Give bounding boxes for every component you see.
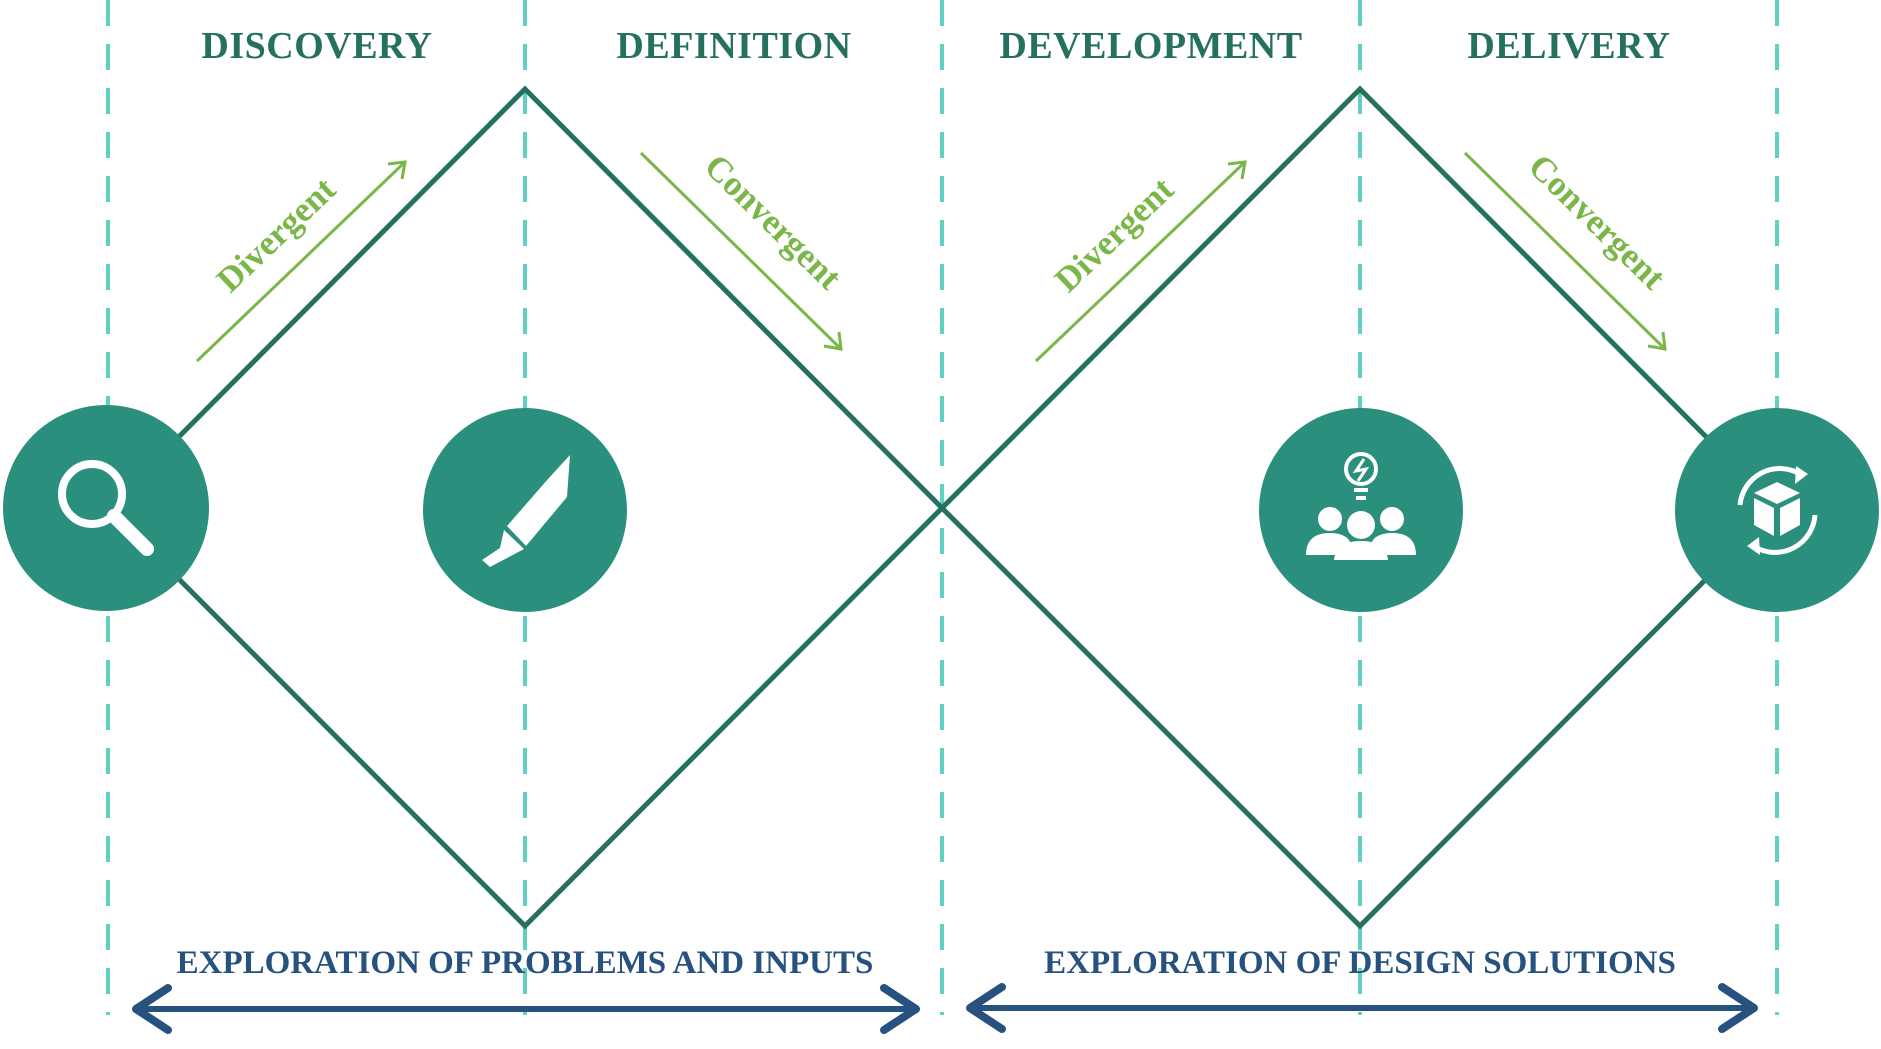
team-idea-icon <box>1306 452 1416 560</box>
convergent-arrowhead-2 <box>1647 331 1667 351</box>
divergent-arrowhead-2 <box>1227 160 1247 180</box>
divergent-arrowhead-1 <box>387 160 407 180</box>
convergent-arrowhead-1 <box>823 331 843 351</box>
right-double-arrow <box>966 983 1758 1033</box>
pen-nib-icon <box>482 455 570 567</box>
package-cycle-node <box>1675 408 1879 612</box>
flow-label-convergent-1: Convergent <box>697 147 849 298</box>
convergent-arrow-1 <box>639 151 843 351</box>
left-double-arrow <box>132 984 920 1034</box>
bottom-arrows <box>132 983 1758 1034</box>
magnifier-icon <box>58 460 154 556</box>
magnifier-node <box>3 405 209 611</box>
phase-title-discovery: DISCOVERY <box>201 25 432 67</box>
flow-label-divergent-2: Divergent <box>1047 169 1181 299</box>
bottom-label-solutions: EXPLORATION OF DESIGN SOLUTIONS <box>1044 945 1676 981</box>
convergent-arrow-2 <box>1463 151 1667 351</box>
phase-title-definition: DEFINITION <box>616 25 851 67</box>
team-idea-node <box>1259 408 1463 612</box>
icon-circle <box>3 405 209 611</box>
icon-circle <box>1675 408 1879 612</box>
divergent-arrow-2 <box>1034 160 1247 363</box>
package-cycle-icon <box>1737 466 1818 555</box>
divergent-arrow-1 <box>195 160 407 363</box>
flow-arrows <box>195 151 1667 363</box>
icon-circle <box>1259 408 1463 612</box>
phase-title-development: DEVELOPMENT <box>999 25 1302 67</box>
flow-label-divergent-1: Divergent <box>209 169 343 299</box>
bottom-label-problems: EXPLORATION OF PROBLEMS AND INPUTS <box>177 945 874 981</box>
pen-nib-node <box>423 408 627 612</box>
phase-title-delivery: DELIVERY <box>1467 25 1670 67</box>
